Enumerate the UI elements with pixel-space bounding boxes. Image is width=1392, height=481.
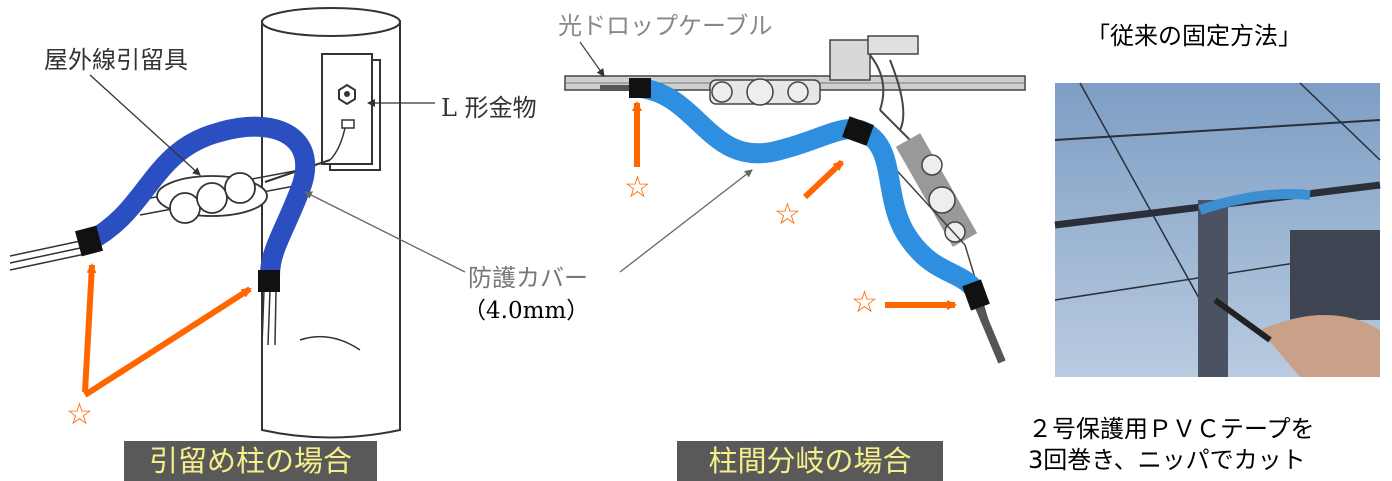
pointer-line [304,191,466,273]
note-line-1: ２号保護用ＰＶＣテープを [1028,415,1315,443]
outdoor-clamp-label: 屋外線引留具 [44,46,188,74]
pointer-line [619,169,753,273]
field-photo [1054,82,1381,377]
pointer-line [579,41,605,77]
star-marker: ☆ [66,397,93,432]
tape-band [629,78,651,98]
tape-band [842,116,874,146]
heading: 「従来の固定方法」 [1086,22,1302,50]
mid-span-branch-caption: 柱間分岐の場合 [677,441,943,481]
protect-cover-label: 防護カバー [468,264,588,292]
left-wires [9,239,277,346]
pointer-line [89,74,201,176]
dead-end-pole-caption: 引留め柱の場合 [124,441,377,481]
protect-cover-left [83,116,316,276]
l-bracket-label: L 形金物 [441,94,537,122]
cover-size-label: （4.0mm） [463,298,590,324]
drop-cable-end [972,298,1006,364]
orange-arrow [82,263,97,393]
outdoor-clamp [139,159,331,224]
tape-band [75,225,103,257]
drop-cable-label: 光ドロップケーブル [558,12,773,40]
note-line-2: 3回巻き、ニッパでカット [1028,446,1306,474]
star-marker: ☆ [624,170,651,205]
l-bracket [321,53,381,171]
tape-band [962,279,990,311]
orange-arrow [802,159,845,200]
orange-arrow [83,286,252,398]
note: ２号保護用ＰＶＣテープを 3回巻き、ニッパでカット [1028,414,1390,476]
star-marker: ☆ [774,197,801,232]
tape-band [258,270,280,292]
star-marker: ☆ [851,285,878,320]
